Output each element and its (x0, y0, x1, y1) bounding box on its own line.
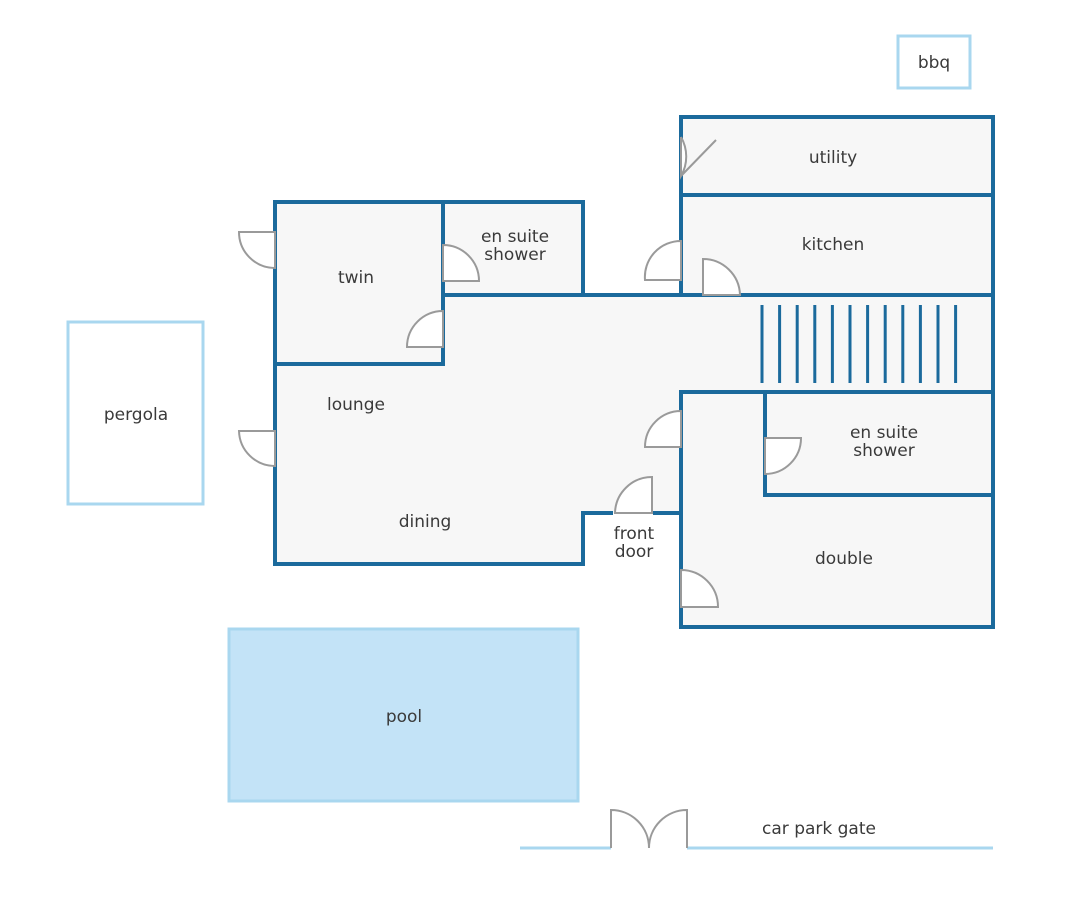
twin-label: twin (338, 268, 374, 288)
double-label: double (815, 549, 873, 569)
door-twin-en-suite (442, 243, 481, 282)
door-front (613, 475, 653, 514)
door-double-en-suite (764, 437, 803, 476)
front-door-label-1: front (614, 524, 655, 544)
lounge-label: lounge (327, 395, 385, 415)
dining-label: dining (399, 512, 452, 532)
doors (237, 136, 803, 608)
pergola-label: pergola (104, 405, 168, 425)
front-door-label-2: door (615, 542, 654, 562)
door-twin-west (237, 231, 276, 270)
bbq-label: bbq (918, 53, 950, 73)
pool-label: pool (386, 707, 422, 727)
door-lounge-west (237, 430, 276, 468)
pergola-outline (66, 320, 205, 506)
en-suite-double-label-2: shower (853, 441, 914, 461)
door-utility (680, 136, 717, 180)
door-kitchen-south (702, 257, 742, 296)
car-park-gate (520, 808, 993, 850)
pool-shape (227, 627, 580, 803)
en-suite-double-label-1: en suite (850, 423, 918, 443)
door-twin-hall (405, 309, 444, 348)
bbq-outline (896, 34, 972, 90)
en-suite-twin-label-1: en suite (481, 227, 549, 247)
utility-label: utility (809, 148, 857, 168)
door-kitchen-west (643, 239, 682, 281)
kitchen-label: kitchen (802, 235, 865, 255)
car-park-gate-label: car park gate (762, 819, 876, 839)
door-double-hall (643, 409, 682, 448)
floor-fills (275, 117, 993, 627)
staircase (760, 305, 958, 383)
door-double-east (680, 568, 720, 608)
en-suite-twin-label-2: shower (484, 245, 545, 265)
